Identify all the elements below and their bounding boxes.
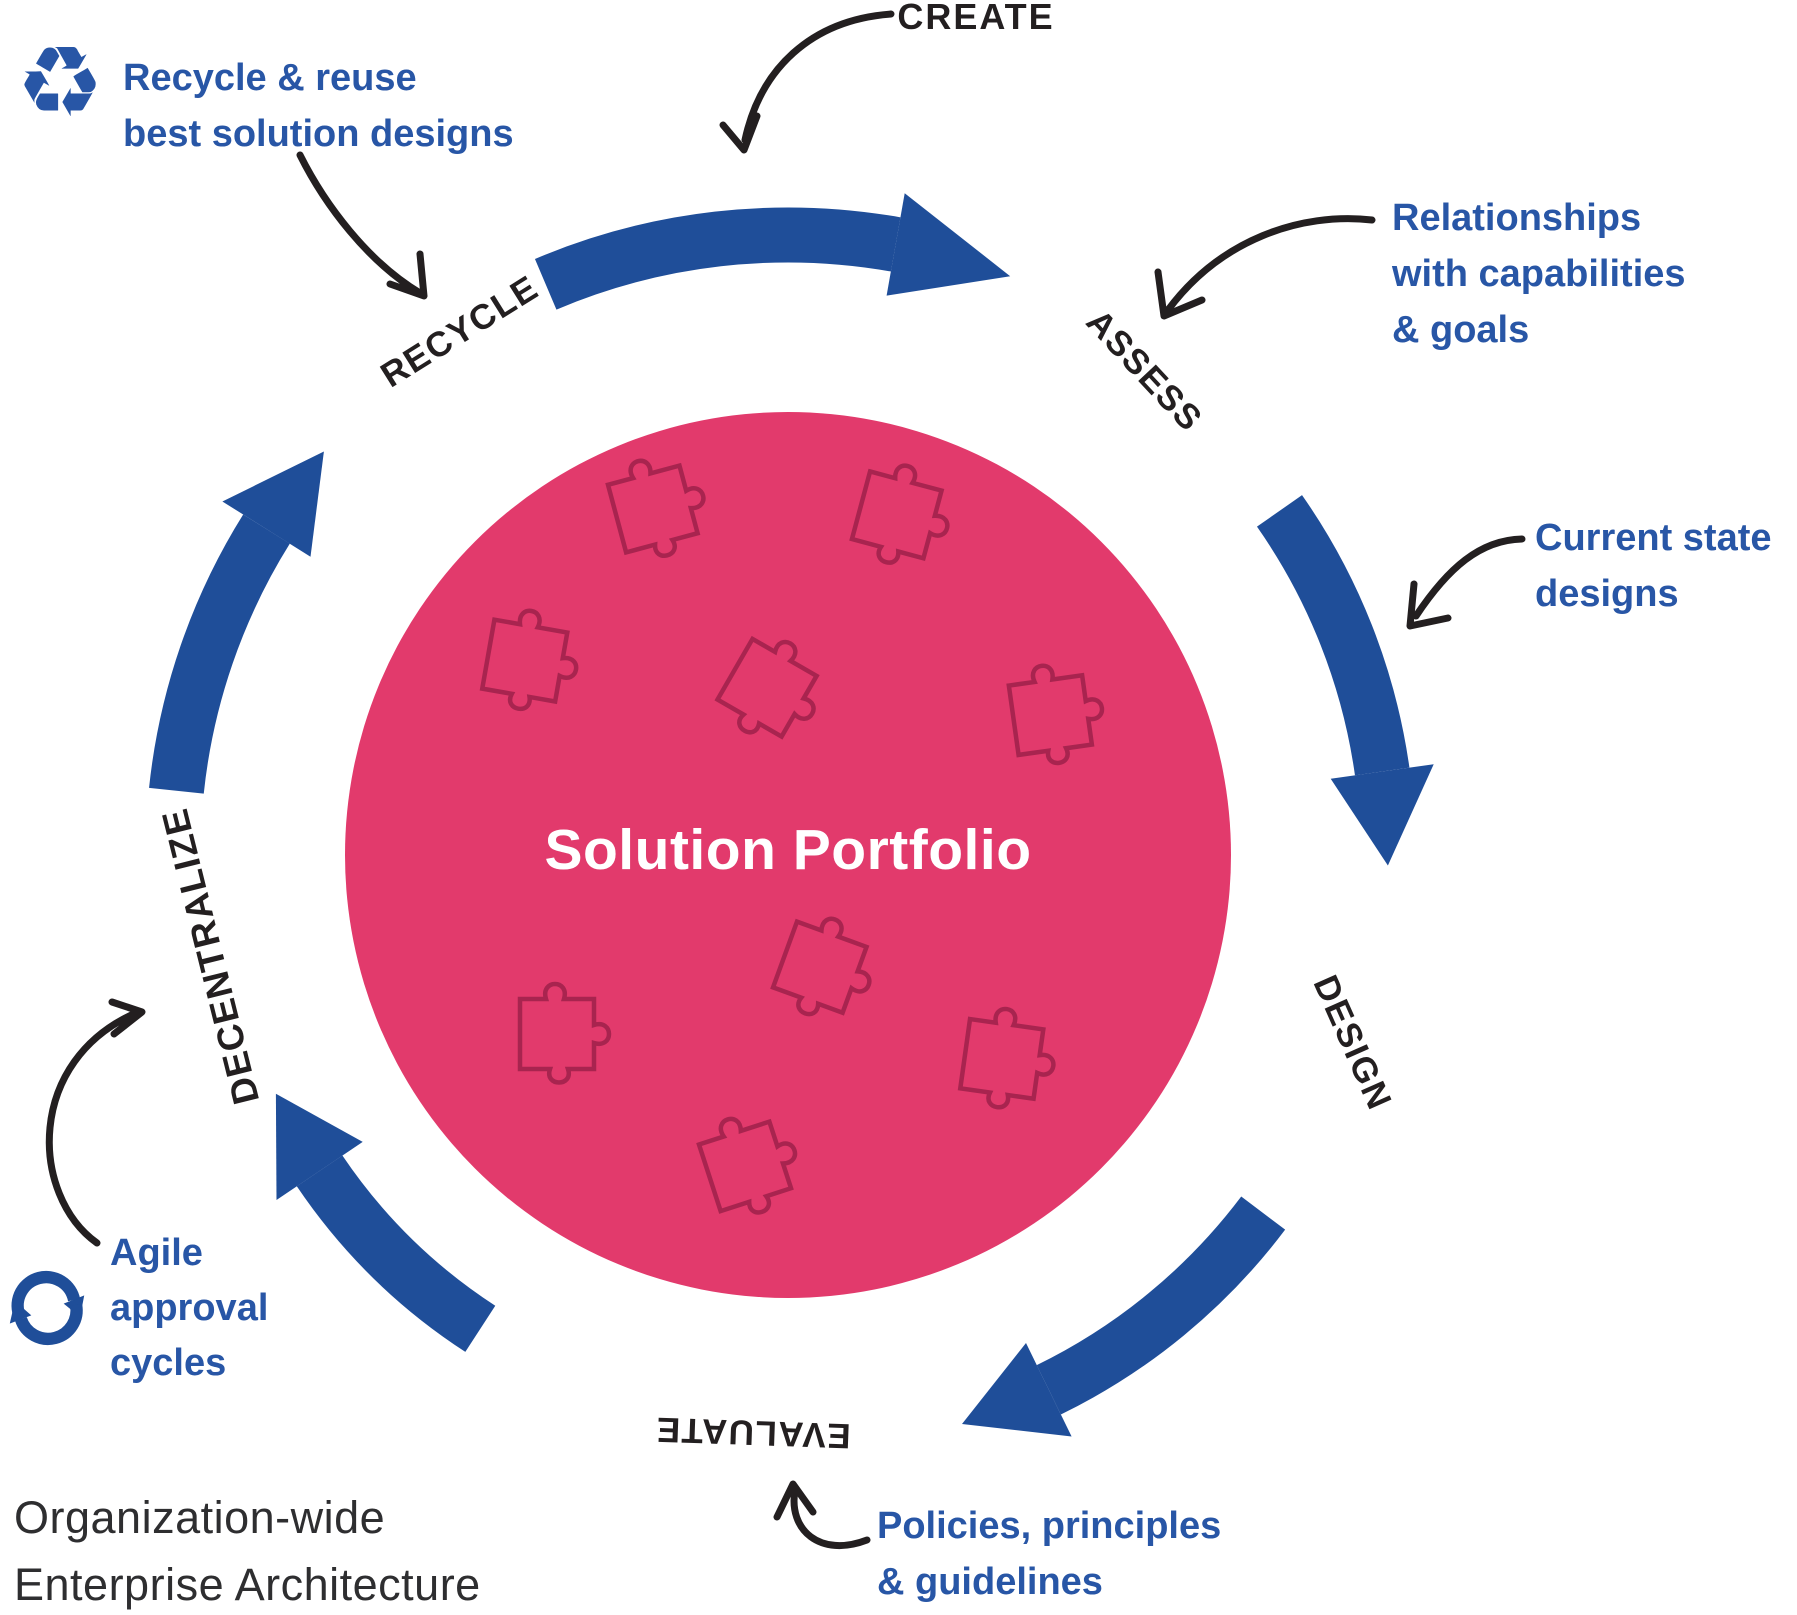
cycle-arrows xyxy=(149,193,1434,1437)
note-line: approval xyxy=(110,1287,269,1329)
note-line: cycles xyxy=(110,1342,227,1384)
cycle-arrow-decentralize-to-recycle xyxy=(149,451,324,794)
note-relationships: Relationships with capabilities & goals xyxy=(1392,190,1686,358)
relationships-annotation-arrow-icon xyxy=(1154,215,1376,320)
footer-caption: Organization-wide Enterprise Architectur… xyxy=(14,1484,481,1615)
stage-label-evaluate: EVALUATE xyxy=(654,1409,852,1456)
note-current-state: Current state designs xyxy=(1535,510,1772,622)
note-line: Policies, principles xyxy=(877,1505,1222,1547)
policies-annotation-arrow-icon xyxy=(773,1480,871,1549)
footer-line: Organization-wide xyxy=(14,1492,386,1543)
create-annotation-arrow-icon xyxy=(719,10,895,154)
note-line: & guidelines xyxy=(877,1561,1103,1603)
note-agile: Agile approval cycles xyxy=(110,1226,268,1391)
current-state-annotation-arrow-icon xyxy=(1406,535,1526,630)
footer-line: Enterprise Architecture xyxy=(14,1559,481,1610)
recycle-reuse-annotation-arrow-icon xyxy=(296,151,428,300)
note-line: Relationships xyxy=(1392,197,1642,239)
cycle-arrow-evaluate-to-decentralize xyxy=(275,1093,496,1352)
note-line: best solution designs xyxy=(123,113,514,155)
note-line: Agile xyxy=(110,1232,203,1274)
annotation-arrows xyxy=(45,10,1526,1549)
cycle-arrow-recycle-to-assess xyxy=(534,193,1011,310)
note-line: & goals xyxy=(1392,309,1530,351)
agile-annotation-arrow-icon xyxy=(45,998,146,1247)
center-circle-title: Solution Portfolio xyxy=(544,818,1032,882)
note-line: designs xyxy=(1535,573,1679,615)
stage-label-create: CREATE xyxy=(897,0,1055,37)
note-line: with capabilities xyxy=(1392,253,1686,295)
note-line: Recycle & reuse xyxy=(123,57,417,99)
note-recycle-reuse: Recycle & reuse best solution designs xyxy=(123,50,514,162)
cycle-arrow-design-to-evaluate xyxy=(962,1196,1286,1437)
recycle-icon: ♻ xyxy=(16,26,104,140)
cycle-arrow-assess-to-design xyxy=(1256,495,1434,866)
note-line: Current state xyxy=(1535,517,1772,559)
cycle-arrows-icon xyxy=(9,1270,85,1345)
note-policies: Policies, principles & guidelines xyxy=(877,1498,1221,1610)
